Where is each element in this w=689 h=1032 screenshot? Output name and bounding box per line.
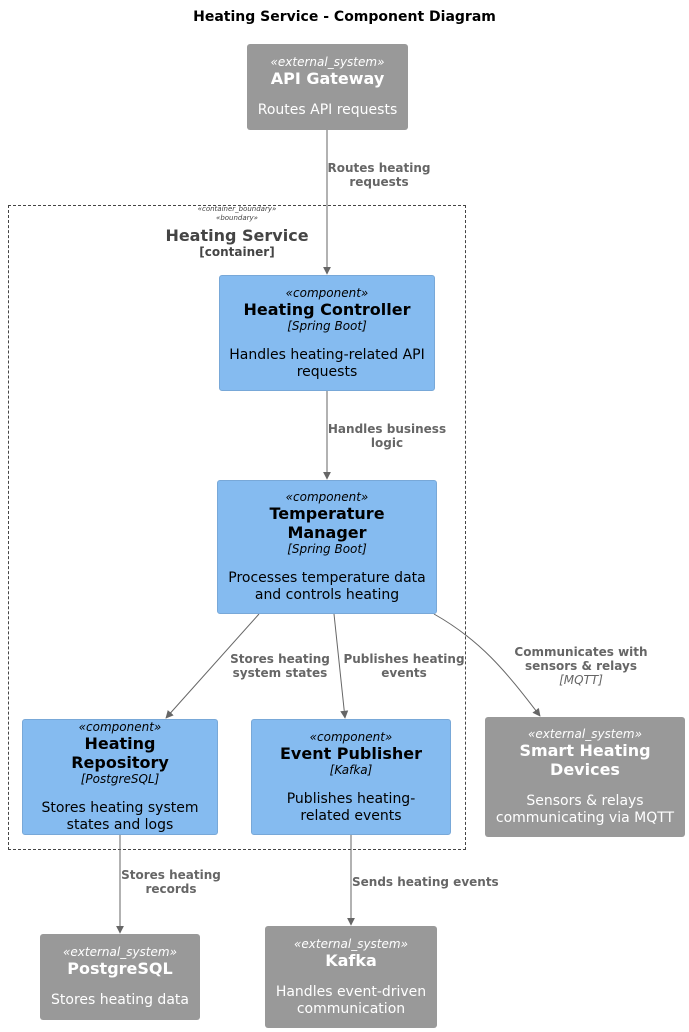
edge-label-communicates: Communicates with sensors & relays [MQTT… [506, 645, 656, 687]
stereotype-label: «external_system» [63, 945, 177, 959]
edge-label-stores-states: Stores heating system states [230, 652, 330, 680]
stereotype-label: «component» [285, 285, 369, 300]
node-description: Stores heating data [51, 992, 189, 1008]
stereotype-label: «component» [309, 729, 393, 744]
boundary-stereotype-container: «container_boundary» [197, 205, 277, 213]
stereotype-label: «external_system» [528, 727, 642, 741]
edge-label-stores-records: Stores heating records [121, 868, 221, 896]
node-description: Processes temperature data and controls … [228, 570, 426, 603]
node-postgresql[interactable]: «external_system» PostgreSQL Stores heat… [40, 934, 200, 1020]
node-name: Smart Heating Devices [519, 741, 651, 779]
node-name: API Gateway [270, 69, 385, 88]
node-description: Handles event-driven communication [275, 983, 427, 1017]
node-description: Routes API requests [257, 102, 398, 118]
node-description: Stores heating system states and logs [41, 800, 199, 833]
node-description: Handles heating-related API requests [229, 346, 425, 380]
node-technology: [Kafka] [329, 762, 373, 777]
node-event-publisher[interactable]: «component» Event Publisher [Kafka] Publ… [251, 719, 451, 835]
container-boundary [8, 205, 466, 850]
stereotype-label: «component» [78, 720, 162, 734]
edge-label-communicates-text: Communicates with sensors & relays [514, 645, 648, 673]
diagram-title: Heating Service - Component Diagram [193, 9, 496, 25]
node-heating-controller[interactable]: «component» Heating Controller [Spring B… [219, 275, 435, 391]
edge-label-routes: Routes heating requests [327, 161, 431, 189]
node-kafka[interactable]: «external_system» Kafka Handles event-dr… [265, 926, 437, 1028]
node-technology: [Spring Boot] [287, 318, 367, 333]
stereotype-label: «external_system» [294, 936, 408, 951]
node-name: Temperature Manager [269, 504, 385, 542]
node-name: Heating Repository [71, 734, 169, 772]
boundary-title: Heating Service [165, 226, 309, 245]
boundary-type: [container] [199, 245, 275, 259]
node-temperature-manager[interactable]: «component» Temperature Manager [Spring … [217, 480, 437, 614]
edge-label-business-logic: Handles business logic [327, 422, 447, 450]
boundary-stereotype-boundary: «boundary» [216, 214, 258, 222]
edge-manager-to-publisher [333, 613, 349, 719]
node-technology: [Spring Boot] [287, 542, 367, 556]
edge-label-sends-events: Sends heating events [352, 875, 499, 889]
node-name: Kafka [325, 950, 377, 970]
edge-manager-to-repository [165, 613, 260, 719]
stereotype-label: «component» [285, 490, 369, 504]
edge-label-publishes-events: Publishes heating events [343, 652, 465, 680]
node-description: Publishes heating-related events [286, 790, 416, 824]
node-name: Heating Controller [243, 299, 411, 319]
edge-label-mqtt: [MQTT] [559, 673, 603, 687]
node-name: PostgreSQL [67, 959, 173, 978]
node-heating-repository[interactable]: «component» Heating Repository [PostgreS… [22, 719, 218, 835]
node-description: Sensors & relays communicating via MQTT [495, 793, 675, 826]
node-smart-heating-devices[interactable]: «external_system» Smart Heating Devices … [485, 717, 685, 837]
node-name: Event Publisher [279, 743, 422, 763]
edge-manager-to-devices [433, 613, 541, 717]
stereotype-label: «external_system» [270, 55, 385, 69]
node-technology: [PostgreSQL] [80, 772, 160, 786]
node-api-gateway[interactable]: «external_system» API Gateway Routes API… [247, 44, 408, 130]
